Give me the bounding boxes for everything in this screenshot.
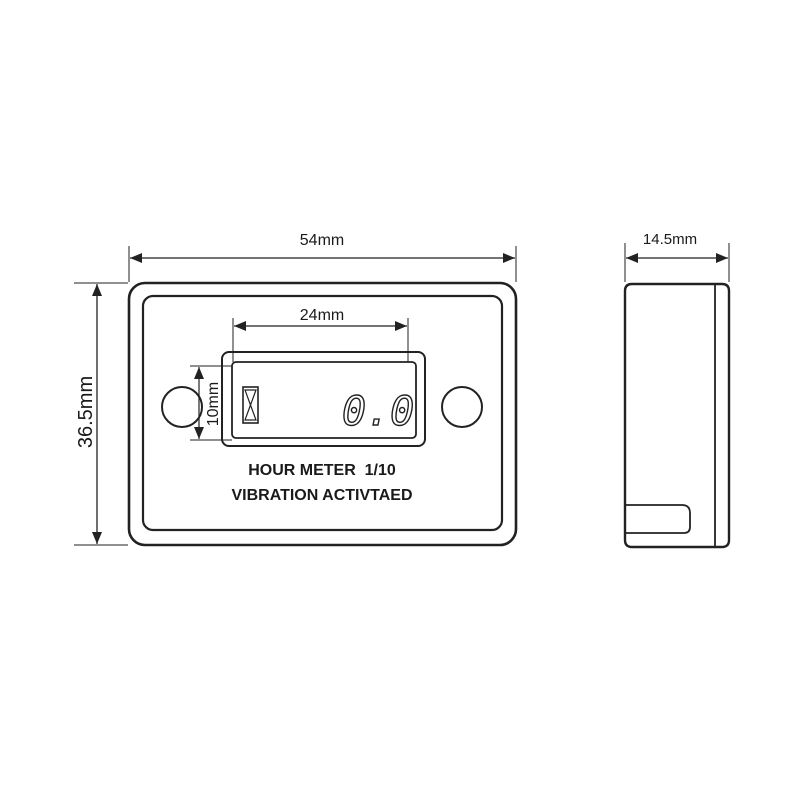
dimension-depth: 14.5mm: [624, 231, 730, 282]
mounting-hole-right: [441, 386, 483, 428]
dimension-height: 36.5mm: [74, 282, 128, 546]
dimension-display-height: 10mm: [190, 365, 232, 441]
dimension-display-height-label: 10mm: [205, 382, 222, 426]
dimension-depth-label: 14.5mm: [643, 231, 697, 248]
label-line1: HOUR METER 1/10: [248, 462, 396, 479]
dimension-display-width: 24mm: [232, 307, 409, 362]
dimension-width-label: 54mm: [300, 232, 344, 249]
lcd-window: [231, 361, 417, 439]
side-profile: [623, 282, 731, 549]
display-reading: 0.0: [342, 389, 414, 435]
dimension-width: 54mm: [128, 232, 517, 282]
dimension-height-label: 36.5mm: [75, 376, 97, 448]
inner-face: [141, 294, 504, 532]
dimension-display-width-label: 24mm: [300, 307, 344, 324]
display-bezel: [221, 351, 426, 447]
front-view: 0.0 HOUR METER 1/10 VIBRATION ACTIVTAED: [127, 281, 518, 547]
mounting-hole-left: [161, 386, 203, 428]
hourglass-icon: [242, 386, 259, 424]
side-view: [623, 282, 731, 549]
label-line2: VIBRATION ACTIVTAED: [231, 487, 412, 504]
outer-housing: [127, 281, 518, 547]
